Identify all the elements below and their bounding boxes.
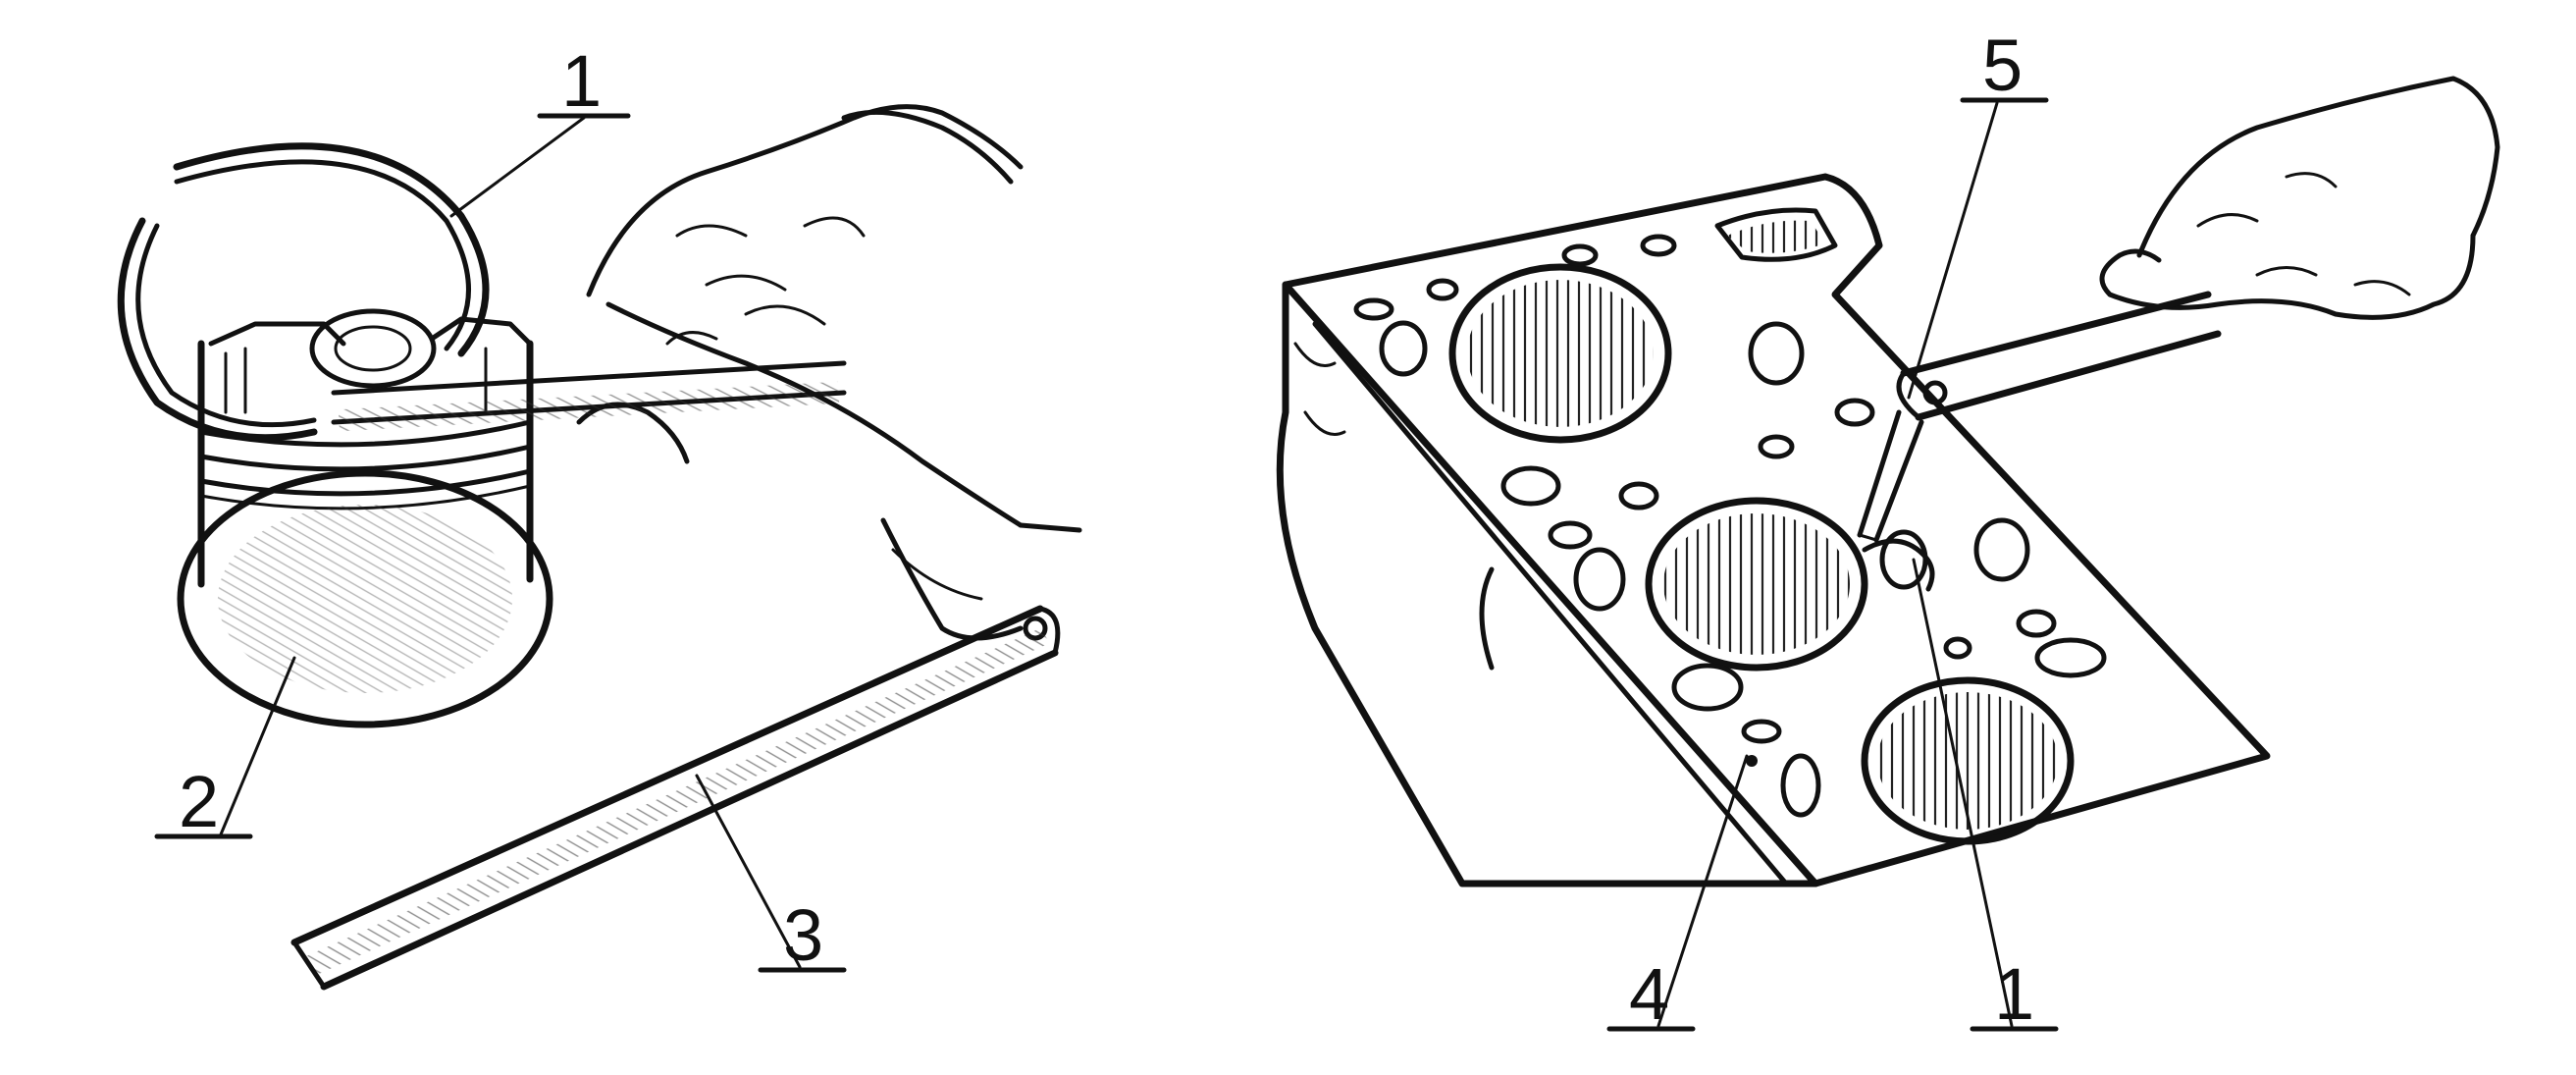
feeler-gauge xyxy=(290,605,1061,991)
piston-ring xyxy=(117,142,490,442)
callout-block: 4 xyxy=(1629,953,1669,1035)
leader-ring-right xyxy=(1912,558,2014,1028)
gasket-holes xyxy=(1353,207,2107,818)
feeler-probe xyxy=(1857,291,2222,543)
leader-piston xyxy=(219,656,296,836)
callout-ring-right: 1 xyxy=(1994,953,2034,1035)
leader-probe xyxy=(1907,101,1999,400)
leader-ring-left xyxy=(449,116,586,218)
feeler-blade-upper xyxy=(331,360,847,432)
callout-piston: 2 xyxy=(179,761,219,842)
leader-feeler xyxy=(695,774,802,969)
callout-feeler: 3 xyxy=(783,894,823,976)
left-figure: 1 2 3 xyxy=(117,40,1082,991)
hand-right xyxy=(2099,76,2500,320)
piston xyxy=(177,308,553,728)
right-figure: 5 4 1 xyxy=(1276,25,2500,1035)
callout-ring-left: 1 xyxy=(561,40,602,122)
callout-probe: 5 xyxy=(1982,25,2023,106)
cylinder-bores xyxy=(1448,263,2075,845)
leader-block xyxy=(1656,754,1749,1028)
ring-in-bore xyxy=(1862,538,1935,592)
